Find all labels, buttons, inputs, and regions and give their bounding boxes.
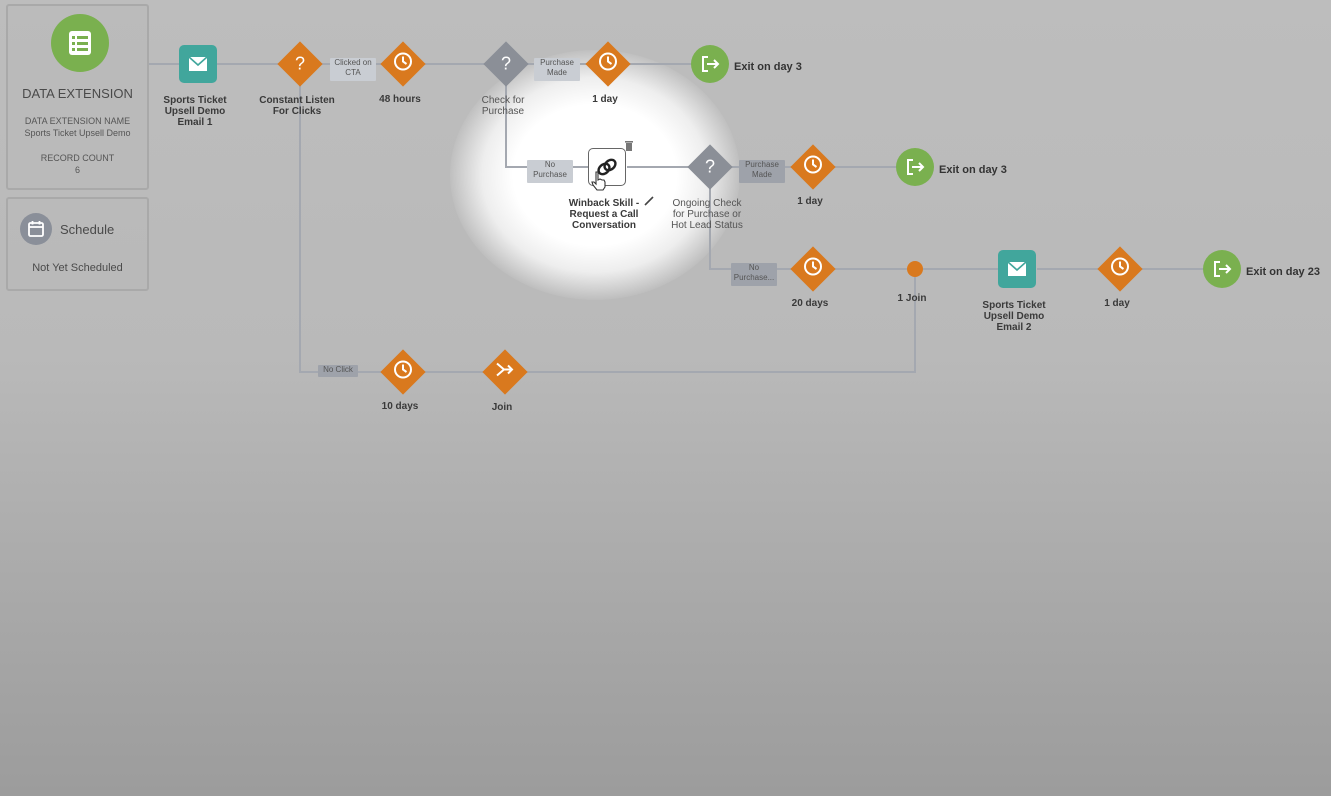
calendar-icon [28, 221, 44, 237]
envelope-icon [188, 56, 208, 71]
exit-3-label: Exit on day 23 [1246, 266, 1320, 278]
data-extension-name-label: DATA EXTENSION NAME [24, 116, 131, 126]
join-label: Join [491, 402, 513, 413]
schedule-status: Not Yet Scheduled [32, 262, 123, 274]
link-icon [597, 158, 617, 176]
check-purchase-label: Check for Purchase [481, 95, 525, 117]
winback-skill-node[interactable] [588, 148, 626, 186]
schedule-card[interactable]: Schedule Not Yet Scheduled [6, 197, 149, 291]
purchase-made-tag-1[interactable]: Purchase Made [534, 58, 580, 81]
clicked-on-cta-tag[interactable]: Clicked on CTA [330, 58, 376, 81]
data-extension-name-value: Sports Ticket Upsell Demo [24, 128, 131, 138]
winback-skill-label: Winback Skill - Request a Call Conversat… [568, 198, 640, 231]
wait-1-day-label-c: 1 day [1104, 298, 1130, 309]
exit-1-label: Exit on day 3 [734, 61, 802, 73]
trash-icon[interactable] [624, 140, 634, 152]
hand-pointer-icon [591, 171, 606, 191]
no-click-tag[interactable]: No Click [318, 365, 358, 377]
record-count-value: 6 [74, 165, 80, 175]
email-2-node[interactable] [998, 250, 1036, 288]
exit-icon [1214, 261, 1232, 277]
wait-1-day-label-b: 1 day [797, 196, 823, 207]
join-count-label: 1 Join [897, 293, 927, 304]
purchase-made-tag-2[interactable]: Purchase Made [739, 160, 785, 183]
data-extension-card[interactable]: DATA EXTENSION DATA EXTENSION NAME Sport… [6, 4, 149, 190]
listen-label: Constant Listen For Clicks [259, 95, 335, 117]
wait-1-day-label-a: 1 day [592, 94, 618, 105]
exit-node-3[interactable] [1203, 250, 1241, 288]
exit-icon [907, 159, 925, 175]
no-purchase-tag-2[interactable]: No Purchase... [731, 263, 777, 286]
email-2-label: Sports Ticket Upsell Demo Email 2 [982, 300, 1046, 333]
exit-node-2[interactable] [896, 148, 934, 186]
data-extension-badge [51, 14, 109, 72]
exit-node-1[interactable] [691, 45, 729, 83]
envelope-icon [1007, 261, 1027, 276]
no-purchase-tag-1[interactable]: No Purchase [527, 160, 573, 183]
record-count-label: RECORD COUNT [40, 153, 115, 163]
data-extension-title: DATA EXTENSION [22, 86, 133, 101]
schedule-badge [20, 213, 52, 245]
list-icon [69, 31, 91, 55]
exit-2-label: Exit on day 3 [939, 164, 1007, 176]
schedule-title: Schedule [60, 222, 115, 237]
email-1-label: Sports Ticket Upsell Demo Email 1 [163, 95, 227, 128]
wait-10-days-label: 10 days [381, 401, 419, 412]
ongoing-check-label: Ongoing Check for Purchase or Hot Lead S… [671, 198, 743, 231]
email-1-node[interactable] [179, 45, 217, 83]
pencil-icon[interactable] [644, 196, 654, 206]
wait-48-hours-label: 48 hours [379, 94, 421, 105]
join-dot-node[interactable] [907, 261, 923, 277]
exit-icon [702, 56, 720, 72]
wait-20-days-label: 20 days [791, 298, 829, 309]
